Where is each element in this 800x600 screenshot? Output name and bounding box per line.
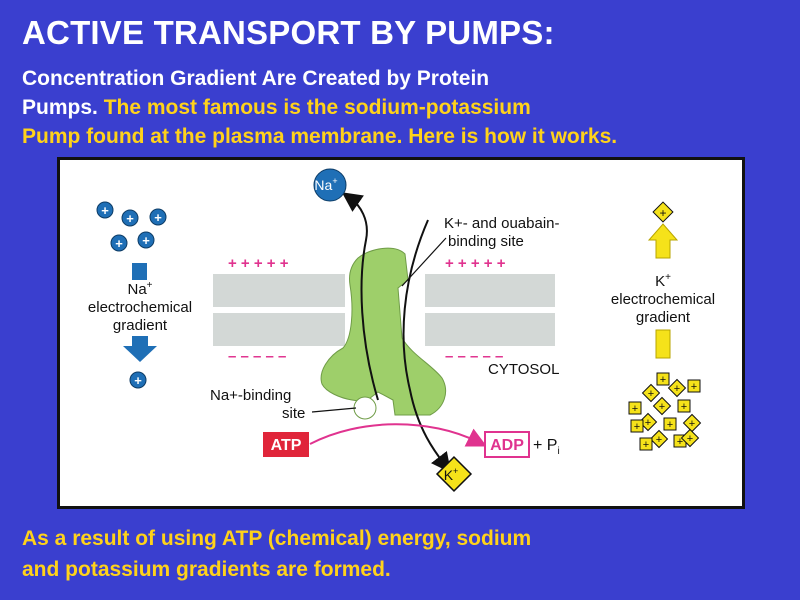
na-ion-marker: + — [130, 372, 146, 388]
svg-text:+: + — [681, 401, 687, 413]
na-plus-sign: + — [134, 373, 142, 388]
k-ion-marker: + — [629, 402, 641, 415]
na-binding-site-label-line-1: Na+-binding — [210, 387, 291, 404]
conclusion-line-1: As a result of using ATP (chemical) ener… — [22, 527, 531, 550]
svg-text:+: + — [632, 403, 638, 415]
na-gradient-arrow-shaft-top — [132, 263, 147, 280]
pump-diagram: + + + + + — [60, 160, 742, 506]
svg-text:+: + — [667, 419, 673, 431]
k-ion-marker: + — [688, 380, 700, 393]
k-gradient-group: + K+ electrochemical gradient + + + + + … — [611, 202, 715, 451]
k-ouabain-binding-label-line-1: K+- and ouabain- — [444, 215, 560, 232]
pump-diagram-panel: + + + + + — [57, 157, 745, 509]
atp-label: ATP — [271, 437, 302, 454]
k-ion-marker: + — [678, 400, 690, 413]
k-gradient-label-line-3: gradient — [636, 309, 691, 326]
svg-text:+: + — [645, 417, 651, 429]
phosphate-label: + Pi — [533, 437, 560, 457]
intro-text: Concentration Gradient Are Created by Pr… — [22, 64, 792, 151]
k-ion-marker: + — [643, 385, 660, 402]
na-ion-exported: Na+ — [314, 169, 346, 201]
na-plus-sign: + — [126, 211, 134, 226]
conclusion-text: As a result of using ATP (chemical) ener… — [22, 523, 782, 585]
svg-text:+: + — [634, 421, 640, 433]
k-gradient-label-line-1: K+ — [655, 272, 671, 290]
membrane-outer-charges-left: + + + + + — [228, 255, 289, 272]
intro-white-line-1: Concentration Gradient Are Created by Pr… — [22, 67, 489, 90]
na-plus-sign: + — [101, 203, 109, 218]
k-ion-marker: + — [651, 431, 668, 448]
na-ion-marker: + — [138, 232, 154, 248]
na-ion-marker: + — [122, 210, 138, 226]
membrane-left-inner-leaflet — [213, 313, 345, 346]
atp-hydrolysis-arrow — [310, 424, 478, 444]
svg-text:+: + — [687, 433, 693, 445]
na-ion-marker: + — [97, 202, 113, 218]
svg-text:+: + — [691, 381, 697, 393]
na-plus-sign: + — [115, 236, 123, 251]
k-ouabain-binding-label-line-2: binding site — [448, 233, 524, 250]
conclusion-line-2: and potassium gradients are formed. — [22, 558, 391, 581]
intro-yellow-line-2: Pump found at the plasma membrane. Here … — [22, 125, 617, 148]
svg-text:+: + — [660, 374, 666, 386]
k-gradient-label-line-2: electrochemical — [611, 291, 715, 308]
na-plus-sign: + — [142, 233, 150, 248]
slide-title: ACTIVE TRANSPORT BY PUMPS: — [22, 14, 555, 52]
membrane-inner-charges-left: – – – – – — [228, 348, 286, 365]
k-ion-marker: + — [657, 373, 669, 386]
membrane-left-outer-leaflet — [213, 274, 345, 307]
intro-white-line-2: Pumps. — [22, 96, 98, 119]
adp-label: ADP — [490, 437, 524, 454]
k-ion-marker: + — [664, 418, 676, 431]
na-ion-cluster: + + + + + — [97, 202, 166, 251]
na-plus-sign: + — [154, 210, 162, 225]
intro-yellow-line-1: The most famous is the sodium-potassium — [104, 96, 531, 119]
k-ion-marker: + — [654, 398, 671, 415]
k-gradient-arrow-shaft — [656, 330, 670, 358]
k-ion-cluster: + + + + + + + + + + + + + + + — [629, 373, 700, 451]
na-gradient-label-line-2: electrochemical — [88, 299, 192, 316]
k-ion-marker: + — [640, 438, 652, 451]
svg-text:+: + — [659, 401, 665, 413]
k-ion-marker: + — [631, 420, 643, 433]
na-gradient-label-line-3: gradient — [113, 317, 168, 334]
na-gradient-arrow-head — [123, 336, 157, 362]
svg-text:+: + — [689, 418, 695, 430]
na-gradient-group: + + + + + — [88, 202, 192, 388]
membrane-outer-charges-right: + + + + + — [445, 255, 506, 272]
na-binding-leader-line — [312, 408, 356, 412]
k-ion-marker: + — [653, 202, 673, 222]
membrane-right-outer-leaflet — [425, 274, 555, 307]
na-ion-marker: + — [150, 209, 166, 225]
svg-text:+: + — [674, 383, 680, 395]
cytosol-label: CYTOSOL — [488, 361, 559, 378]
na-binding-site-label-line-2: site — [282, 405, 305, 422]
k-ion-marker: + — [669, 380, 686, 397]
k-gradient-arrow-head — [649, 224, 677, 258]
svg-text:+: + — [656, 434, 662, 446]
na-binding-site-pocket — [354, 397, 376, 419]
svg-text:+: + — [643, 439, 649, 451]
svg-text:+: + — [648, 388, 654, 400]
na-gradient-label-line-1: Na+ — [127, 280, 152, 298]
membrane-right-inner-leaflet — [425, 313, 555, 346]
k-plus-sign: + — [659, 206, 666, 220]
k-ion-marker: + — [684, 415, 701, 432]
na-ion-marker: + — [111, 235, 127, 251]
